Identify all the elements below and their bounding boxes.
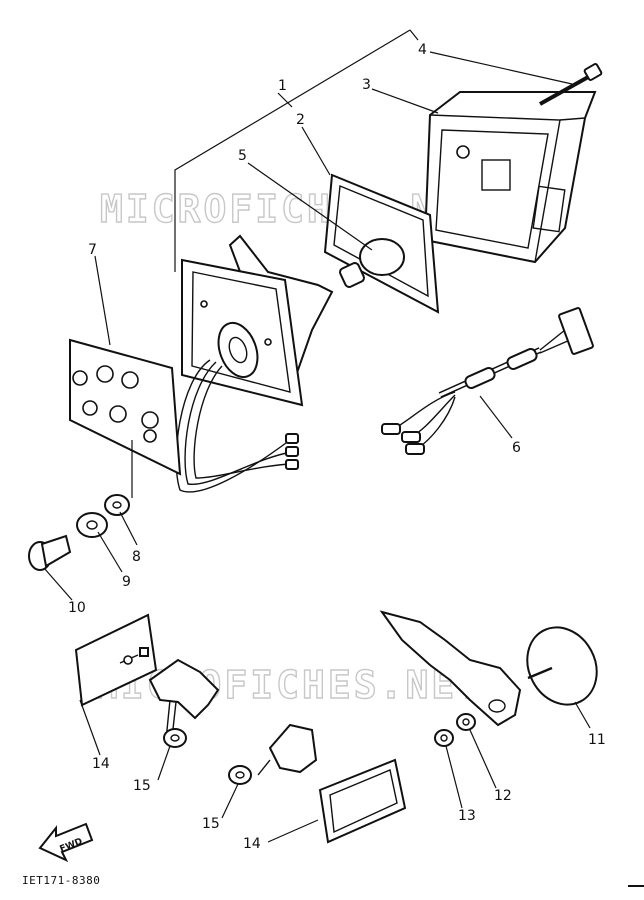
lamp-base-part-1 xyxy=(181,234,334,407)
callout-8: 8 xyxy=(132,549,141,565)
plate-part-7 xyxy=(69,338,182,476)
callout-4: 4 xyxy=(418,42,427,58)
figure-code: IET171-8380 xyxy=(22,874,100,887)
callout-12: 12 xyxy=(494,788,512,804)
washer-part-8 xyxy=(104,494,130,516)
callout-14-bottom: 14 xyxy=(243,836,261,852)
bracket-left xyxy=(148,658,220,741)
callout-15-left: 15 xyxy=(133,778,151,794)
callout-14-left: 14 xyxy=(92,756,110,772)
leader-lines xyxy=(43,51,591,843)
reflector-plate-part-14-left xyxy=(74,613,158,707)
round-reflector-part-11 xyxy=(526,626,598,706)
callout-11: 11 xyxy=(588,732,606,748)
washer-part-12 xyxy=(456,713,476,731)
callout-2: 2 xyxy=(296,112,305,128)
callout-3: 3 xyxy=(362,77,371,93)
tail-lens-part-3 xyxy=(423,91,597,264)
bracket-bottom xyxy=(257,723,318,776)
callout-13: 13 xyxy=(458,808,476,824)
base-wires xyxy=(175,359,299,493)
bolt-part-10 xyxy=(28,534,72,571)
bulb-part-5 xyxy=(339,238,405,288)
callout-9: 9 xyxy=(122,574,131,590)
nut-part-15-left xyxy=(163,728,187,748)
callout-7: 7 xyxy=(88,242,97,258)
callout-1: 1 xyxy=(278,78,287,94)
screw-part-4 xyxy=(539,63,603,106)
assembly-bracket xyxy=(174,29,419,272)
callout-15-bottom: 15 xyxy=(202,816,220,832)
wire-harness-part-6 xyxy=(381,307,594,455)
bracket-right xyxy=(379,610,522,727)
callout-5: 5 xyxy=(238,148,247,164)
nut-part-13 xyxy=(434,729,454,747)
washer-part-9 xyxy=(76,512,108,538)
nut-part-15-bottom xyxy=(228,765,252,785)
callout-6: 6 xyxy=(512,440,521,456)
callout-labels: 1 2 3 4 5 6 7 8 9 10 11 12 13 14 14 15 1… xyxy=(68,42,606,852)
fwd-arrow-icon: FWD xyxy=(38,822,94,863)
reflector-part-14-bottom xyxy=(318,758,407,844)
callout-10: 10 xyxy=(68,600,86,616)
